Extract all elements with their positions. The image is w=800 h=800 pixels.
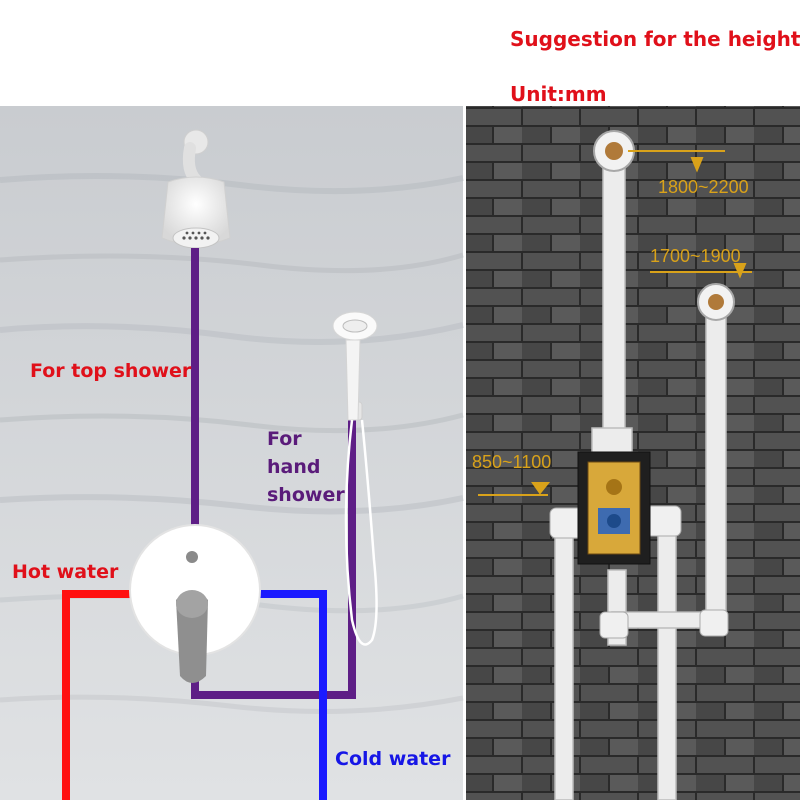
cold-water-pipe [255,590,327,800]
top-shower-label: For top shower [30,360,192,382]
cold-water-label: Cold water [335,748,451,770]
install-pipes [554,149,727,800]
mixer-valve [129,524,261,683]
pipe-fittings [549,130,735,639]
hand-shower-label-line3: shower [267,484,345,506]
hand-shower-label-line2: hand [267,456,321,478]
top-shower-head [161,129,231,249]
top-shower-height: 1800~2200 [658,177,749,197]
hand-shower [332,311,378,646]
hand-shower-height: 1700~1900 [650,246,741,266]
page-title: Suggestion for the height [510,27,800,51]
dimension-markers [478,150,752,496]
concealed-valve-box [577,451,651,565]
left-wall [0,106,464,800]
hand-shower-label-line1: For [267,428,302,450]
hot-water-pipe [62,590,134,800]
hot-water-label: Hot water [12,561,119,583]
unit-label: Unit:mm [510,82,607,106]
valve-height: 850~1100 [472,452,552,472]
